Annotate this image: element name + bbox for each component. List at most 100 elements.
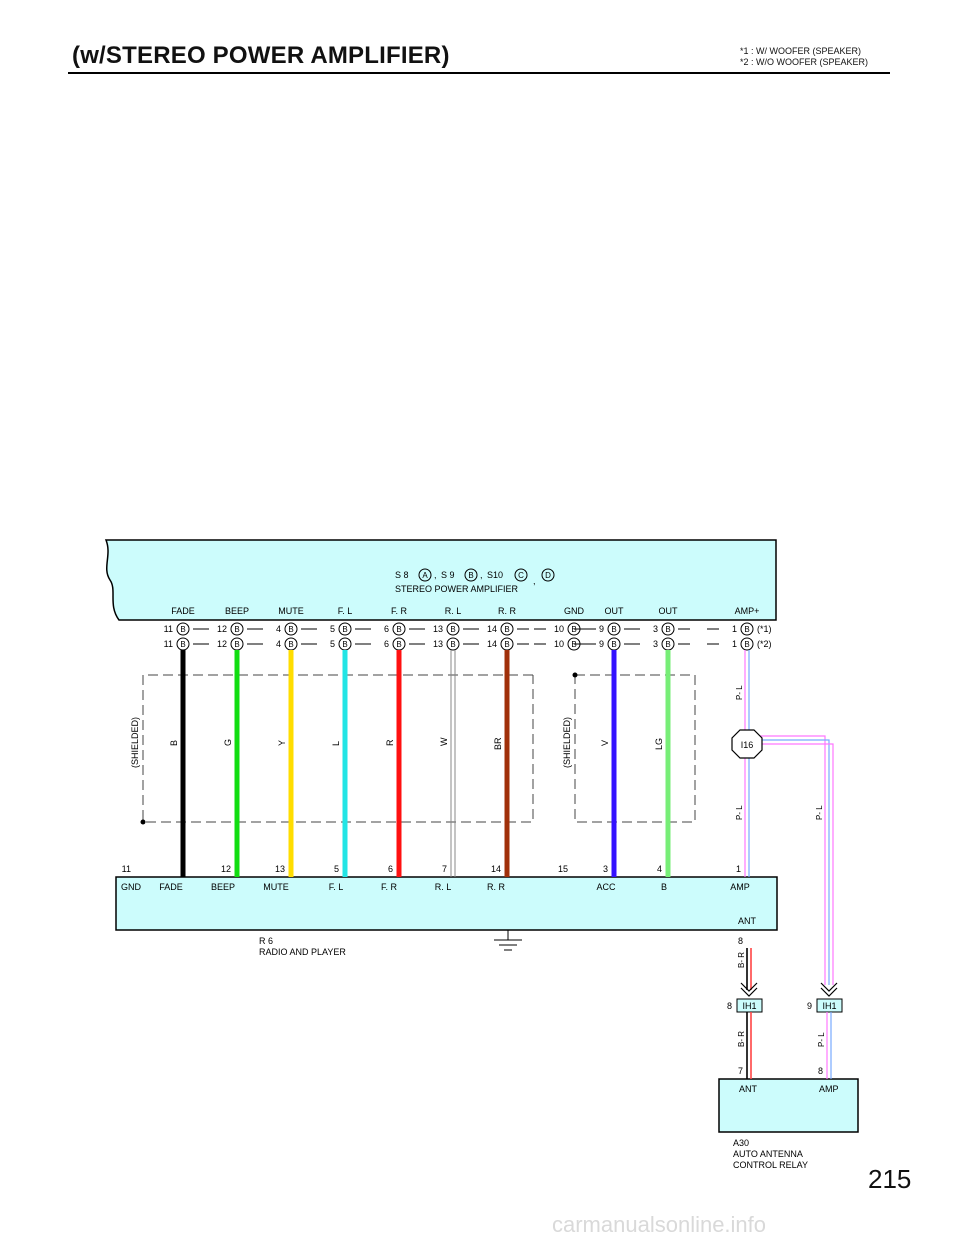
relay-pin-amp: 8 xyxy=(818,1066,823,1076)
amp-variant-note: (*2) xyxy=(757,639,772,649)
radio-terminal-label: F. R xyxy=(381,882,398,892)
amp-terminal-pin: 9 xyxy=(599,639,604,649)
radio-pin-number: 15 xyxy=(558,864,568,874)
amp-terminal-label: OUT xyxy=(605,606,625,616)
amp-terminal-label: R. R xyxy=(498,606,517,616)
pl-label-lower: P- L xyxy=(735,805,744,820)
amp-terminal-box-letter: B xyxy=(234,625,239,634)
radio-terminal-label: R. L xyxy=(435,882,452,892)
amp-terminal-pin: 11 xyxy=(164,624,173,634)
amp-terminal-pin: 11 xyxy=(164,639,173,649)
br-label-lower: B- R xyxy=(737,1031,746,1047)
radio-pin-number: 11 xyxy=(122,864,131,874)
pl-wire-main xyxy=(744,650,750,877)
amp-terminal-pin: 14 xyxy=(487,639,497,649)
radio-terminal-label: ACC xyxy=(596,882,616,892)
wire-color-label: B xyxy=(169,740,179,746)
amp-letter-a: A xyxy=(422,571,428,580)
amp-terminal-pin: 10 xyxy=(554,624,564,634)
wire-color-label: L xyxy=(331,741,341,746)
radio-terminal-label: B xyxy=(661,882,667,892)
amp-terminal-label: AMP+ xyxy=(735,606,760,616)
amp-terminal-pin: 4 xyxy=(276,639,281,649)
shield-left-ground-dot xyxy=(140,819,146,825)
amp-terminal-box xyxy=(446,637,460,651)
amp-terminal-box xyxy=(284,622,298,636)
br-wire-upper xyxy=(746,948,752,990)
amp-terminal-box-letter: B xyxy=(744,625,749,634)
amp-terminal-box xyxy=(740,637,754,651)
ih1-left-name: IH1 xyxy=(742,1001,756,1011)
amp-sep-2: , xyxy=(480,570,483,580)
amp-terminal-pin: 1 xyxy=(732,639,737,649)
ih1-left-pin: 8 xyxy=(727,1001,732,1011)
relay-name-line-1: AUTO ANTENNA xyxy=(733,1149,803,1159)
amp-terminal-pin: 14 xyxy=(487,624,497,634)
amp-terminal-box xyxy=(392,622,406,636)
amp-terminal-label: GND xyxy=(564,606,585,616)
amp-sep-1: , xyxy=(434,570,437,580)
wire-color-label: R xyxy=(385,739,395,746)
amp-terminal-box-letter: B xyxy=(504,640,509,649)
radio-pin-number: 12 xyxy=(221,864,231,874)
amp-terminal-box-letter: B xyxy=(611,640,616,649)
page-title: (w/STEREO POWER AMPLIFIER) xyxy=(72,42,450,69)
amp-terminal-box-letter: B xyxy=(288,640,293,649)
amp-terminal-pin: 5 xyxy=(330,639,335,649)
amp-terminal-pin: 13 xyxy=(433,639,443,649)
wire-color-label: Y xyxy=(277,740,287,746)
amplifier-box xyxy=(104,539,777,621)
amp-terminal-box xyxy=(661,622,675,636)
amp-terminal-pin: 4 xyxy=(276,624,281,634)
amp-terminal-box xyxy=(500,622,514,636)
shield-left xyxy=(142,674,534,823)
radio-pin-number: 4 xyxy=(657,864,662,874)
amp-terminal-pin: 9 xyxy=(599,624,604,634)
amp-terminal-pin: 13 xyxy=(433,624,443,634)
watermark: carmanualsonline.info xyxy=(552,1212,767,1237)
amp-terminal-label: F. R xyxy=(391,606,408,616)
amp-terminal-label: F. L xyxy=(338,606,353,616)
br-label-upper: B- R xyxy=(737,952,746,968)
amp-terminal-box-letter: B xyxy=(611,625,616,634)
amplifier-header: S 8 A , S 9 B , S10 C , D STEREO POWER A… xyxy=(395,568,555,594)
amp-terminal-box-letter: B xyxy=(744,640,749,649)
amp-terminal-label: FADE xyxy=(171,606,195,616)
radio-pin-number: 3 xyxy=(603,864,608,874)
note-1: *1 : W/ WOOFER (SPEAKER) xyxy=(740,46,862,56)
ground-symbol xyxy=(494,930,522,951)
amp-terminal-label: OUT xyxy=(659,606,679,616)
wire-color-label: BR xyxy=(493,737,503,750)
amp-terminal-box-letter: B xyxy=(180,625,185,634)
pl-wire-lower xyxy=(826,1012,832,1079)
ih1-right-name: IH1 xyxy=(822,1001,836,1011)
amp-terminal-pin: 3 xyxy=(653,624,658,634)
shield-left-label: (SHIELDED) xyxy=(130,717,140,768)
amp-terminal-box xyxy=(607,622,621,636)
amp-terminal-box-letter: B xyxy=(396,640,401,649)
amp-terminal-box-letter: B xyxy=(504,625,509,634)
amp-terminal-box-letter: B xyxy=(288,625,293,634)
amplifier-name: STEREO POWER AMPLIFIER xyxy=(395,584,519,594)
shield-right-ground-dot xyxy=(572,672,578,678)
amp-terminal-box-letter: B xyxy=(450,625,455,634)
radio-terminal-label: GND xyxy=(121,882,142,892)
amp-letter-b: B xyxy=(468,571,473,580)
amp-code-s9: S 9 xyxy=(441,570,455,580)
ih1-connector-right xyxy=(816,998,843,1013)
pl-wire-branch xyxy=(760,735,834,985)
amp-terminal-pin: 5 xyxy=(330,624,335,634)
amp-terminal-box-letter: B xyxy=(342,625,347,634)
relay-box xyxy=(718,1078,859,1133)
ih1-connector-left xyxy=(736,998,763,1013)
wire-color-label: V xyxy=(600,740,610,746)
radio-pin-number: 13 xyxy=(275,864,285,874)
wire-color-label: LG xyxy=(654,738,664,750)
amp-terminal-box xyxy=(176,622,190,636)
amp-terminal-pin: 6 xyxy=(384,639,389,649)
pl-label-lower-relay: P- L xyxy=(817,1032,826,1047)
amp-terminal-label: BEEP xyxy=(225,606,249,616)
ih1-chevron-left xyxy=(740,982,758,997)
amp-letter-c: C xyxy=(518,571,524,580)
